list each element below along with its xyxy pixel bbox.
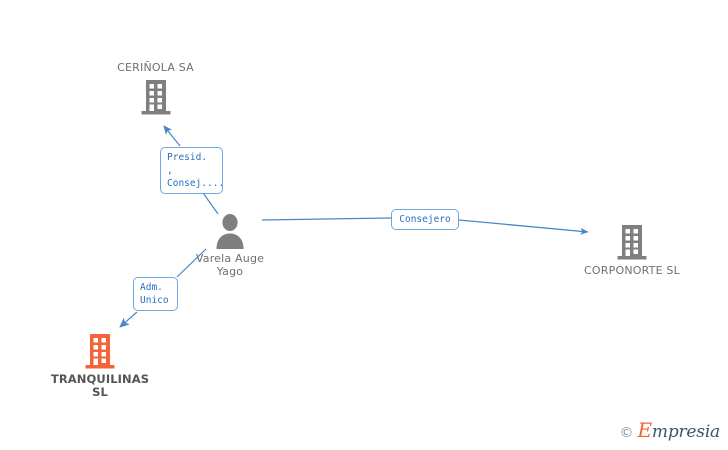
office-building-icon xyxy=(98,78,213,116)
edge-consejero-label-to-corponorte xyxy=(458,219,589,235)
graph-node-cerinola-label: CERIÑOLA SA xyxy=(117,61,194,74)
graph-node-corponorte-label: CORPONORTE SL xyxy=(584,264,680,277)
brand-rest: mpresia xyxy=(651,422,720,442)
graph-node-tranquilinas-label: TRANQUILINAS SL xyxy=(50,372,150,399)
copyright-icon: © xyxy=(619,425,634,441)
graph-node-corponorte[interactable]: CORPONORTE SL xyxy=(573,223,691,277)
empresia-watermark: © Empresia xyxy=(619,420,721,442)
brand-wordmark: Empresia xyxy=(638,420,721,442)
relation-label-consejero[interactable]: Consejero xyxy=(391,209,459,230)
office-building-icon xyxy=(573,223,691,261)
graph-node-person[interactable]: Varela Auge Yago xyxy=(175,213,285,278)
graph-node-tranquilinas[interactable]: TRANQUILINAS SL xyxy=(41,332,159,399)
edge-person-to-consejero-label xyxy=(261,217,392,221)
edge-presidente-label-to-cerinola xyxy=(163,125,181,147)
edge-person-to-adm-unico-label xyxy=(176,248,207,278)
brand-initial: E xyxy=(637,418,653,442)
office-building-icon xyxy=(41,332,159,370)
edge-adm-unico-label-to-tranquilinas xyxy=(119,311,138,328)
person-icon xyxy=(175,213,285,249)
graph-node-person-label: Varela Auge Yago xyxy=(195,252,265,278)
graph-node-cerinola[interactable]: CERIÑOLA SA xyxy=(98,61,213,116)
relation-label-presidente-consejero[interactable]: Presid. , Consej.... xyxy=(160,147,224,194)
relation-label-administrador-unico[interactable]: Adm. Unico xyxy=(133,277,178,311)
